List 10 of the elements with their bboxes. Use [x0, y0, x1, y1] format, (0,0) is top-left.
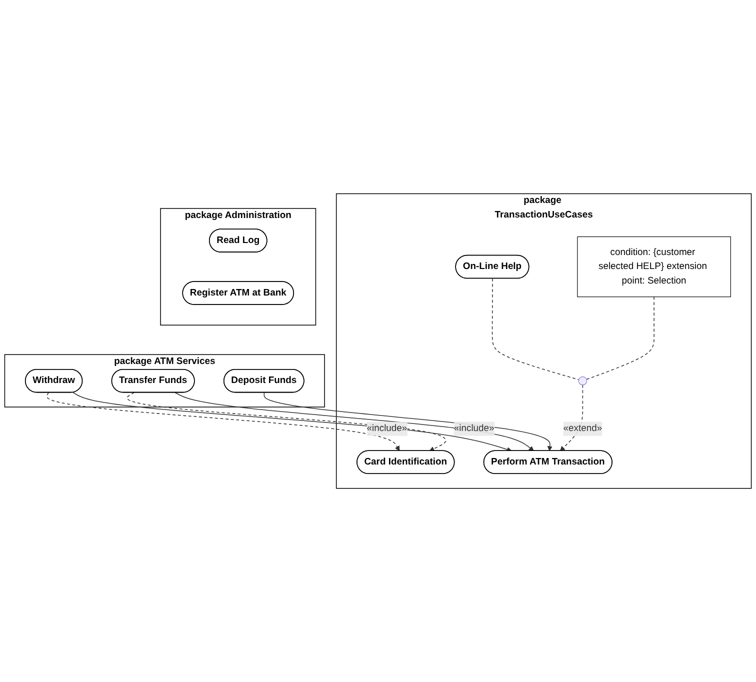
node-circle — [578, 376, 588, 386]
connector — [586, 296, 654, 380]
arrow — [46, 392, 400, 452]
edge-label: «extend» — [563, 423, 602, 434]
node-box: condition: {customer selected HELP} extension point: Selection — [577, 236, 731, 298]
connector — [492, 278, 580, 380]
edge-label: «include» — [454, 423, 494, 434]
arrow — [126, 392, 446, 452]
arrow — [72, 392, 512, 452]
edge-label: «include» — [366, 423, 408, 434]
